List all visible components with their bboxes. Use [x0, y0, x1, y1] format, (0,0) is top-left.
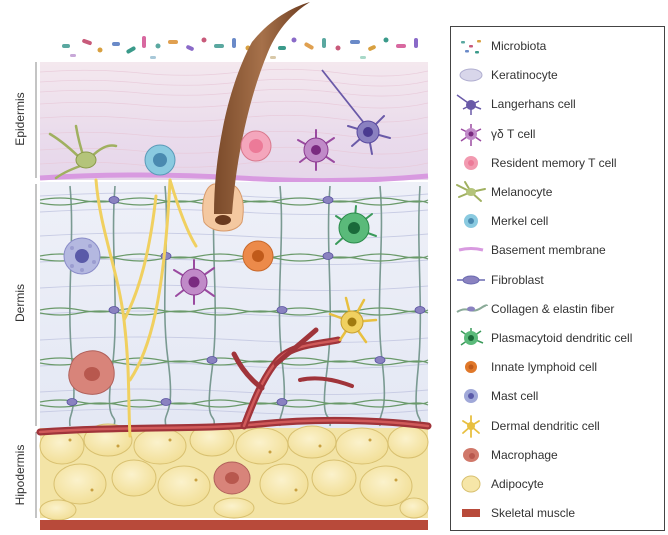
legend-item: Plasmacytoid dendritic cell [451, 325, 664, 351]
legend-item: Langerhans cell [451, 91, 664, 117]
legend-label: Langerhans cell [491, 97, 576, 111]
legend-item: Keratinocyte [451, 62, 664, 88]
skeletal-muscle [40, 520, 428, 530]
legend-item: Skeletal muscle [451, 500, 664, 526]
microbiota-icon [451, 33, 491, 59]
legend-item: Basement membrane [451, 237, 664, 263]
legend-label: Innate lymphoid cell [491, 360, 597, 374]
merkel-cell-icon [451, 208, 491, 234]
label-dermis: Dermis [13, 275, 27, 331]
innate-lymphoid-cell-icon [451, 354, 491, 380]
legend-item: Dermal dendritic cell [451, 413, 664, 439]
legend-label: γδ T cell [491, 127, 535, 141]
legend-label: Mast cell [491, 389, 538, 403]
fibroblast-icon [451, 267, 491, 293]
legend-label: Skeletal muscle [491, 506, 575, 520]
legend-label: Plasmacytoid dendritic cell [491, 331, 632, 345]
merkel-cell [145, 145, 175, 175]
plasmacytoid-dendritic-cell-icon [451, 325, 491, 351]
legend-label: Dermal dendritic cell [491, 419, 600, 433]
macrophage-hypodermis [214, 462, 250, 494]
legend-item: Microbiota [451, 33, 664, 59]
legend-item: Collagen & elastin fiber [451, 296, 664, 322]
legend-label: Microbiota [491, 39, 546, 53]
legend-label: Basement membrane [491, 243, 606, 257]
legend-label: Collagen & elastin fiber [491, 302, 614, 316]
resident-memory-t-cell [241, 131, 271, 161]
collagen-elastin-fiber-icon [451, 296, 491, 322]
mast-cell [64, 238, 100, 274]
keratinocyte-icon [451, 62, 491, 88]
legend-label: Merkel cell [491, 214, 548, 228]
innate-lymphoid-cell [243, 241, 273, 271]
melanocyte-icon [451, 179, 491, 205]
legend-label: Adipocyte [491, 477, 544, 491]
legend-label: Macrophage [491, 448, 558, 462]
macrophage-dermis [69, 351, 114, 394]
legend-label: Resident memory T cell [491, 156, 617, 170]
langerhans-cell-icon [451, 91, 491, 117]
legend-item: Fibroblast [451, 267, 664, 293]
legend-item: Innate lymphoid cell [451, 354, 664, 380]
basement-membrane-icon [451, 237, 491, 263]
legend-item: Macrophage [451, 442, 664, 468]
skeletal-muscle-icon [451, 500, 491, 526]
macrophage-icon [451, 442, 491, 468]
adipocyte-icon [451, 471, 491, 497]
gamma-delta-t-cell-icon [451, 121, 491, 147]
legend-item: Merkel cell [451, 208, 664, 234]
legend-item: Resident memory T cell [451, 150, 664, 176]
legend-label: Melanocyte [491, 185, 552, 199]
microbiota-cluster [62, 36, 418, 59]
legend: MicrobiotaKeratinocyteLangerhans cell γδ … [450, 26, 665, 531]
mast-cell-icon [451, 383, 491, 409]
hipodermis-layer [40, 424, 428, 520]
legend-item: Adipocyte [451, 471, 664, 497]
label-hipodermis: Hipodermis [13, 437, 27, 513]
dermal-dendritic-cell-icon [451, 413, 491, 439]
legend-item: γδ T cell [451, 121, 664, 147]
legend-label: Fibroblast [491, 273, 544, 287]
resident-memory-t-cell-icon [451, 150, 491, 176]
legend-label: Keratinocyte [491, 68, 558, 82]
legend-item: Mast cell [451, 383, 664, 409]
legend-item: Melanocyte [451, 179, 664, 205]
label-epidermis: Epidermis [13, 91, 27, 147]
